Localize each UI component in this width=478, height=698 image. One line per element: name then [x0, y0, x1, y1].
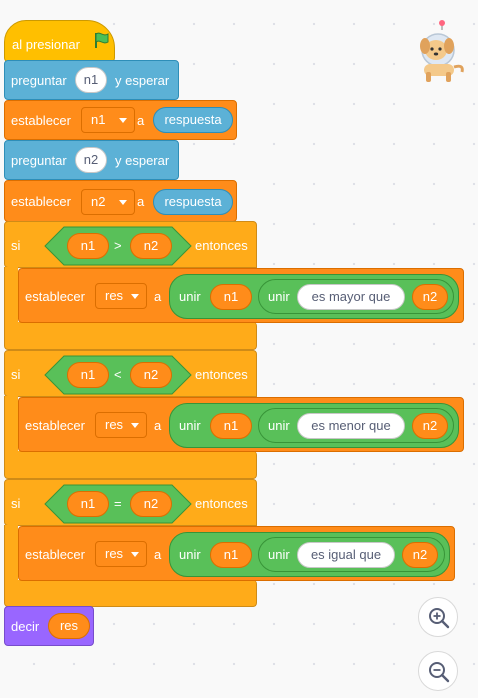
set-label: establecer	[25, 418, 85, 433]
zoom-out-icon	[429, 662, 450, 683]
operand-right[interactable]: n2	[130, 362, 172, 388]
chevron-down-icon	[119, 118, 127, 123]
if-keyword: si	[11, 496, 21, 511]
chevron-down-icon	[131, 552, 139, 557]
variable-dropdown-value: n1	[91, 112, 106, 127]
ask-label: preguntar	[11, 153, 67, 168]
if-block-2-footer	[4, 451, 257, 479]
say-value-reporter[interactable]: res	[48, 613, 90, 639]
set-label: establecer	[25, 547, 85, 562]
variable-dropdown[interactable]: res	[95, 541, 147, 567]
operator-symbol: =	[114, 496, 122, 511]
when-flag-clicked-block[interactable]: al presionar	[4, 20, 115, 62]
if-block-3-footer	[4, 580, 257, 607]
operand-right[interactable]: n2	[130, 233, 172, 259]
ask-question-input[interactable]: n1	[75, 67, 107, 93]
if-block-2[interactable]: si n1 < n2 entonces	[4, 350, 257, 397]
chevron-down-icon	[119, 200, 127, 205]
variable-dropdown[interactable]: n1	[81, 107, 135, 133]
hat-label: al presionar	[12, 37, 80, 52]
join-label: unir	[179, 547, 201, 562]
variable-dropdown-value: res	[105, 417, 124, 432]
ask-suffix: y esperar	[115, 153, 170, 168]
join-block-outer[interactable]: unir n1 unir es menor que n2	[169, 403, 459, 448]
join-label: unir	[268, 547, 290, 562]
if-block-1[interactable]: si n1 > n2 entonces	[4, 221, 257, 268]
join-right-reporter[interactable]: n2	[412, 284, 448, 310]
answer-reporter[interactable]: respuesta	[153, 107, 233, 133]
zoom-in-button[interactable]	[418, 597, 458, 637]
ask-suffix: y esperar	[115, 73, 170, 88]
ask-label: preguntar	[11, 73, 67, 88]
if-block-1-spine	[4, 267, 18, 323]
green-flag-icon	[95, 32, 109, 48]
set-variable-block-res-2[interactable]: establecer res a unir n1 unir es menor q…	[18, 397, 464, 452]
if-block-2-spine	[4, 396, 18, 452]
if-block-3[interactable]: si n1 = n2 entonces	[4, 479, 257, 526]
variable-dropdown-value: n2	[91, 194, 106, 209]
chevron-down-icon	[131, 423, 139, 428]
join-right-reporter[interactable]: n2	[412, 413, 448, 439]
join-block-inner[interactable]: unir es igual que n2	[258, 537, 445, 572]
zoom-out-button[interactable]	[418, 651, 458, 691]
chevron-down-icon	[131, 294, 139, 299]
say-label: decir	[11, 619, 40, 634]
set-connector: a	[137, 113, 145, 128]
operand-right[interactable]: n2	[130, 491, 172, 517]
say-block[interactable]: decir res	[4, 606, 94, 646]
if-keyword: si	[11, 238, 21, 253]
join-right-reporter[interactable]: n2	[402, 542, 438, 568]
answer-reporter[interactable]: respuesta	[153, 189, 233, 215]
set-connector: a	[154, 547, 162, 562]
set-connector: a	[154, 418, 162, 433]
join-label: unir	[179, 418, 201, 433]
zoom-in-icon	[429, 608, 450, 629]
variable-dropdown-value: res	[105, 288, 124, 303]
join-block-outer[interactable]: unir n1 unir es igual que n2	[169, 532, 450, 577]
ask-and-wait-block-2[interactable]: preguntar n2 y esperar	[4, 140, 179, 180]
variable-dropdown[interactable]: n2	[81, 189, 135, 215]
variable-dropdown[interactable]: res	[95, 283, 147, 309]
join-label: unir	[268, 289, 290, 304]
set-label: establecer	[11, 113, 71, 128]
operator-symbol: >	[114, 238, 122, 253]
set-variable-block-1[interactable]: establecer n1 a respuesta	[4, 100, 237, 140]
join-left-reporter[interactable]: n1	[210, 542, 252, 568]
variable-dropdown-value: res	[105, 546, 124, 561]
operator-symbol: <	[114, 367, 122, 382]
operand-left[interactable]: n1	[67, 491, 109, 517]
set-label: establecer	[11, 194, 71, 209]
then-keyword: entonces	[195, 367, 248, 382]
operand-left[interactable]: n1	[67, 233, 109, 259]
sprite-thumbnail-icon	[420, 20, 464, 82]
ask-question-input[interactable]: n2	[75, 147, 107, 173]
set-variable-block-res-1[interactable]: establecer res a unir n1 unir es mayor q…	[18, 268, 464, 323]
operand-left[interactable]: n1	[67, 362, 109, 388]
join-block-inner[interactable]: unir es mayor que n2	[258, 279, 454, 314]
then-keyword: entonces	[195, 496, 248, 511]
set-label: establecer	[25, 289, 85, 304]
join-left-reporter[interactable]: n1	[210, 413, 252, 439]
if-block-1-footer	[4, 322, 257, 350]
if-keyword: si	[11, 367, 21, 382]
set-connector: a	[137, 194, 145, 209]
join-block-outer[interactable]: unir n1 unir es mayor que n2	[169, 274, 459, 319]
join-block-inner[interactable]: unir es menor que n2	[258, 408, 454, 443]
join-label: unir	[268, 418, 290, 433]
join-left-reporter[interactable]: n1	[210, 284, 252, 310]
set-connector: a	[154, 289, 162, 304]
variable-dropdown[interactable]: res	[95, 412, 147, 438]
join-label: unir	[179, 289, 201, 304]
join-text-input[interactable]: es igual que	[297, 542, 395, 568]
ask-and-wait-block-1[interactable]: preguntar n1 y esperar	[4, 60, 179, 100]
set-variable-block-2[interactable]: establecer n2 a respuesta	[4, 180, 237, 222]
join-text-input[interactable]: es mayor que	[297, 284, 405, 310]
set-variable-block-res-3[interactable]: establecer res a unir n1 unir es igual q…	[18, 526, 455, 581]
join-text-input[interactable]: es menor que	[297, 413, 405, 439]
if-block-3-spine	[4, 525, 18, 581]
then-keyword: entonces	[195, 238, 248, 253]
